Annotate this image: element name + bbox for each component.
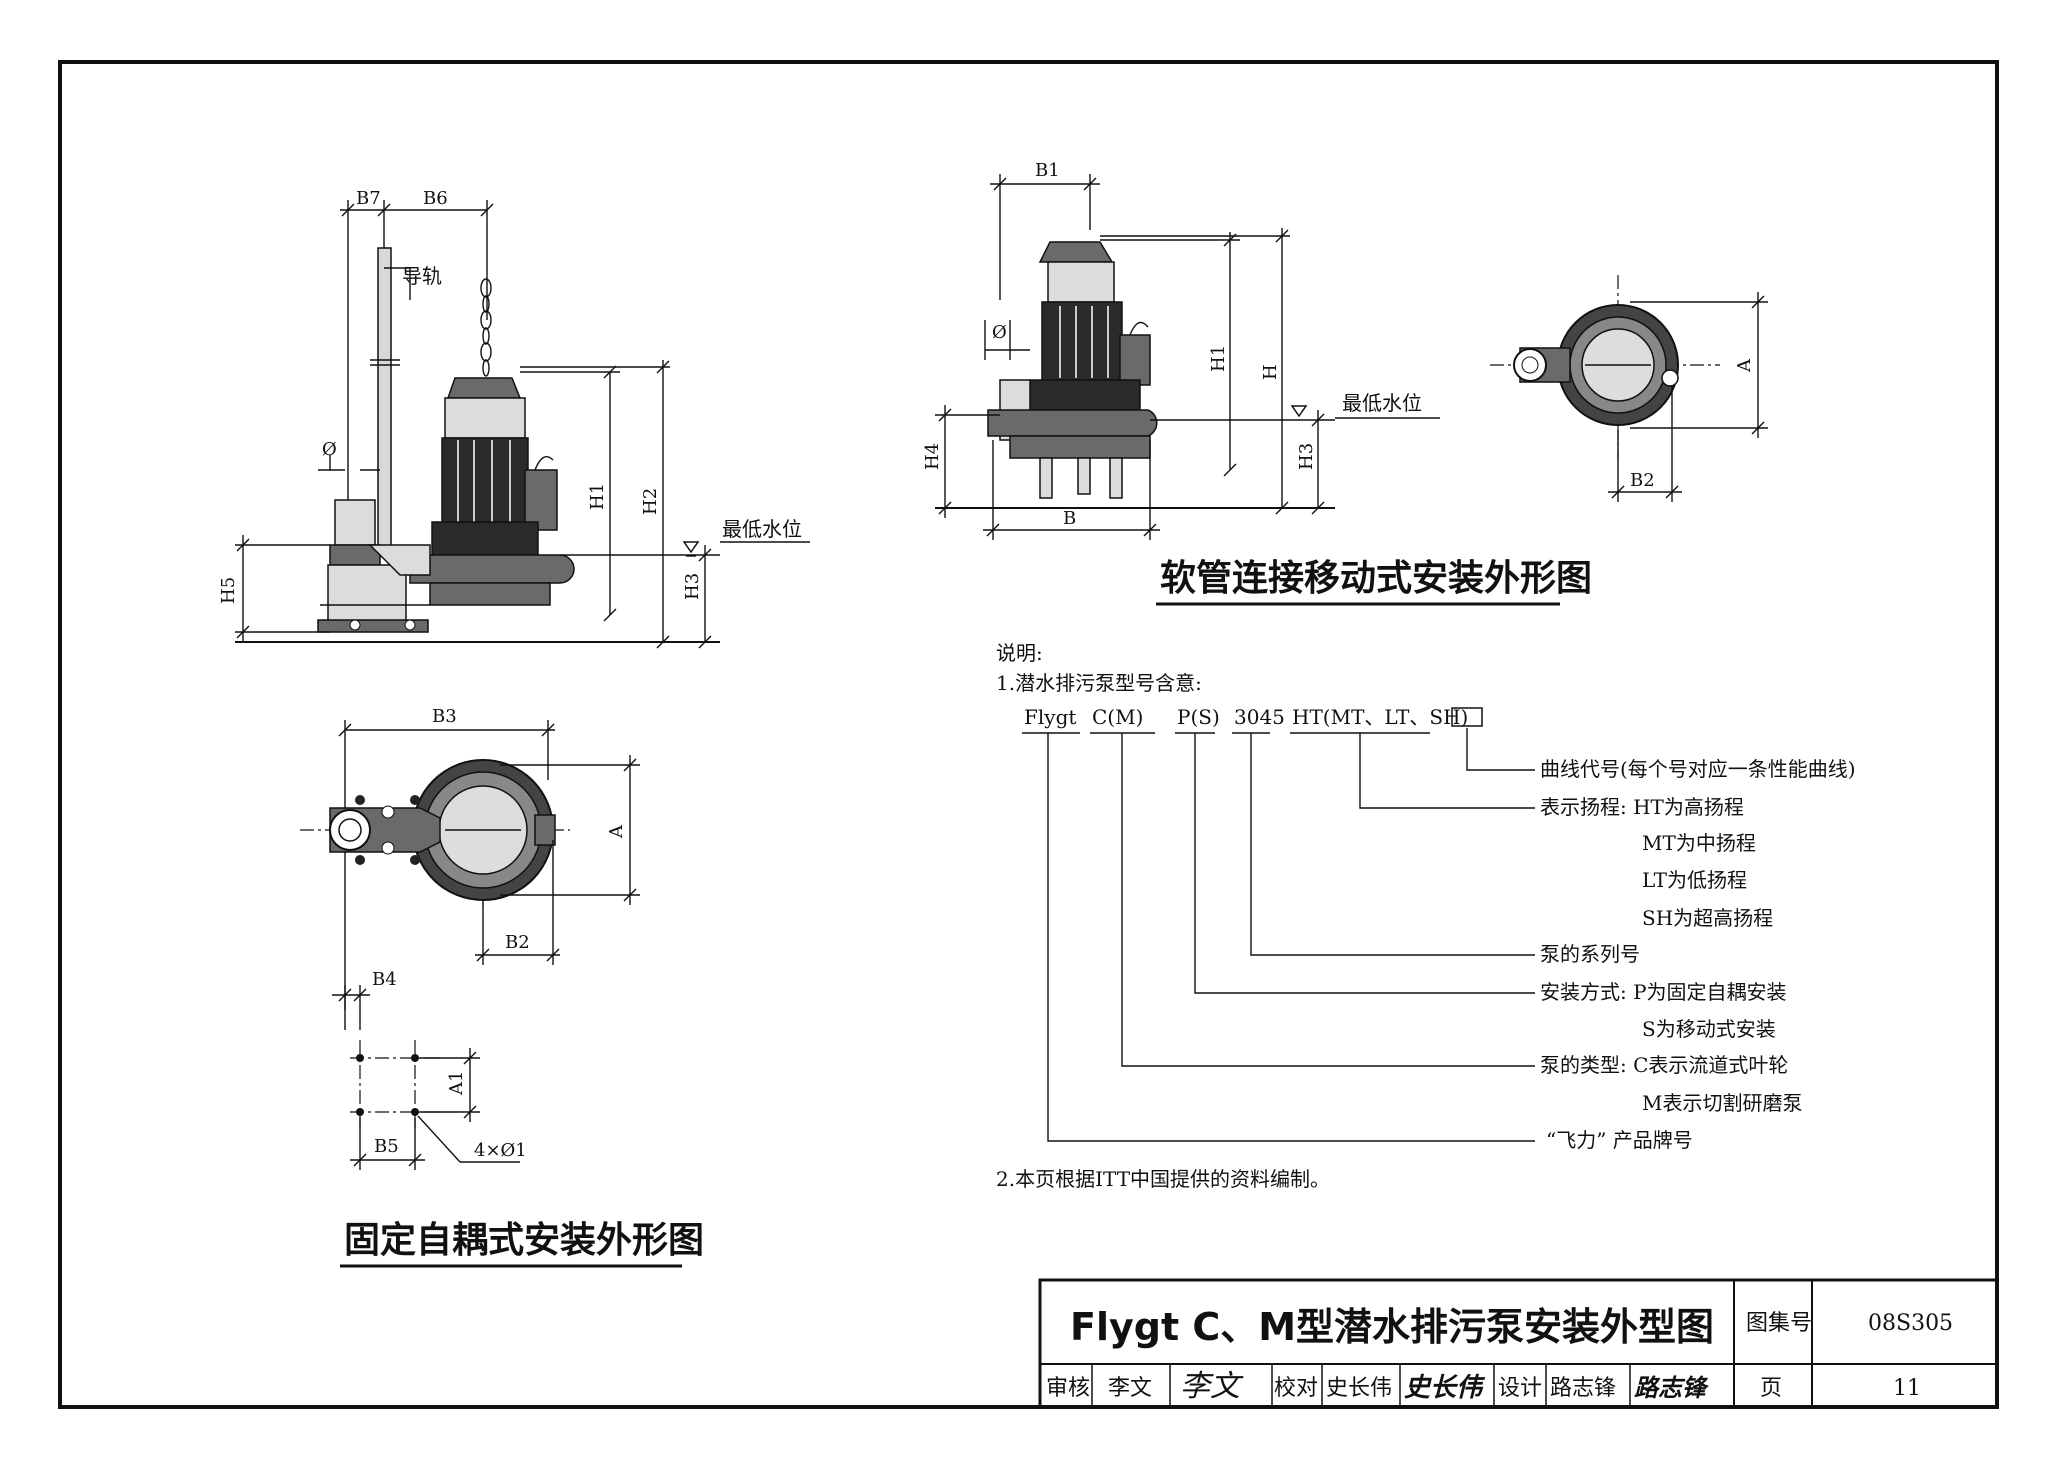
curve-code-box (1451, 707, 1483, 727)
dim-h2-fixed: H2 (640, 488, 661, 515)
dim-b: B (1063, 508, 1076, 529)
dim-h4: H4 (922, 443, 943, 470)
bolt-hole (356, 1108, 364, 1116)
notes-heading: 说明: (996, 641, 1043, 665)
dim-phi-hose: Ø (992, 322, 1007, 343)
coupling-base (317, 499, 431, 633)
design-label: 设计 (1498, 1376, 1542, 1401)
notes-item1: 1.潜水排污泵型号含意: (996, 671, 1202, 695)
notes-block: 说明: 1.潜水排污泵型号含意: Flygt C(M) P(S) 3045 HT… (996, 641, 1856, 1191)
dim-h3-fixed: H3 (682, 573, 703, 600)
legend-install-s: S为移动式安装 (1642, 1017, 1776, 1041)
dim-b4: B4 (372, 969, 397, 990)
dim-a1: A1 (446, 1071, 467, 1096)
designer-name: 路志锋 (1550, 1376, 1616, 1401)
fixed-elevation-view: B7 B6 导轨 (218, 188, 810, 649)
checker-name: 史长伟 (1326, 1376, 1392, 1401)
review-label: 审核 (1046, 1376, 1090, 1401)
bolt-hole (356, 1054, 364, 1062)
legend-mt: MT为中扬程 (1642, 831, 1756, 855)
designer-signature: 路志锋 (1634, 1373, 1709, 1402)
model-part-type: C(M) (1092, 705, 1143, 729)
hose-caption: 软管连接移动式安装外形图 (1160, 558, 1592, 599)
legend-type: 泵的类型: C表示流道式叶轮 (1540, 1053, 1788, 1077)
legend-lt: LT为低扬程 (1642, 868, 1747, 892)
atlas-label: 图集号 (1746, 1311, 1812, 1336)
water-level-label-hose: 最低水位 (1342, 391, 1422, 415)
lifting-chain (480, 278, 492, 377)
dim-b3: B3 (432, 706, 457, 727)
legend-type-m: M表示切割研磨泵 (1642, 1091, 1802, 1115)
dim-h1-fixed: H1 (587, 483, 608, 510)
model-part-install: P(S) (1177, 705, 1220, 729)
legend-install: 安装方式: P为固定自耦安装 (1540, 980, 1787, 1004)
dim-phi-fixed: Ø (322, 439, 337, 460)
dim-holes: 4×Ø1 (474, 1140, 527, 1161)
dim-b6: B6 (423, 188, 448, 209)
fixed-caption: 固定自耦式安装外形图 (344, 1220, 704, 1261)
legend-curve: 曲线代号(每个号对应一条性能曲线) (1540, 757, 1856, 781)
title-block: Flygt C、M型潜水排污泵安装外型图 图集号 08S305 审核 李文 李文… (1038, 1278, 1999, 1409)
hose-elevation-view: B1 Ø H1 H (922, 160, 1440, 540)
check-label: 校对 (1274, 1376, 1318, 1401)
dim-b1: B1 (1035, 160, 1060, 181)
dim-a-hose: A (1734, 358, 1755, 373)
reviewer-name: 李文 (1108, 1376, 1152, 1401)
dim-b2-hose: B2 (1630, 470, 1655, 491)
model-part-series: 3045 (1234, 705, 1285, 729)
model-part-brand: Flygt (1024, 705, 1076, 729)
dim-h5: H5 (218, 577, 239, 604)
water-level-icon (1290, 405, 1308, 418)
dim-h-hose: H (1260, 364, 1281, 380)
fixed-plan-view: B3 A B2 (300, 706, 640, 1170)
reviewer-signature: 李文 (1180, 1369, 1244, 1404)
atlas-number: 08S305 (1868, 1311, 1953, 1336)
dim-h3-hose: H3 (1296, 443, 1317, 470)
bolt-hole (411, 1054, 419, 1062)
guide-rail-label: 导轨 (402, 264, 442, 288)
water-level-label-fixed: 最低水位 (722, 517, 802, 541)
checker-signature: 史长伟 (1404, 1373, 1486, 1403)
page-label: 页 (1760, 1376, 1782, 1401)
dim-b2-fixed: B2 (505, 932, 530, 953)
dim-a-fixed: A (606, 824, 627, 839)
dim-b5: B5 (374, 1136, 399, 1157)
legend-series: 泵的系列号 (1540, 942, 1640, 966)
bolt-hole (411, 1108, 419, 1116)
legend-head: 表示扬程: HT为高扬程 (1540, 795, 1744, 819)
legend-sh: SH为超高扬程 (1642, 906, 1773, 930)
sheet-border (58, 60, 1999, 1409)
model-part-head: HT(MT、LT、SH) (1292, 705, 1468, 729)
dim-h1-hose: H1 (1208, 345, 1229, 372)
water-level-icon (682, 541, 700, 554)
legend-brand: “飞力” 产品牌号 (1546, 1128, 1693, 1152)
guide-rail (377, 247, 392, 549)
notes-item2: 2.本页根据ITT中国提供的资料编制。 (996, 1167, 1330, 1191)
dim-b7: B7 (356, 188, 381, 209)
drawing-title: Flygt C、M型潜水排污泵安装外型图 (1070, 1305, 1714, 1349)
pump-body-fixed (409, 377, 575, 606)
hose-plan-view: A B2 (1490, 275, 1768, 502)
page-number: 11 (1893, 1376, 1921, 1401)
